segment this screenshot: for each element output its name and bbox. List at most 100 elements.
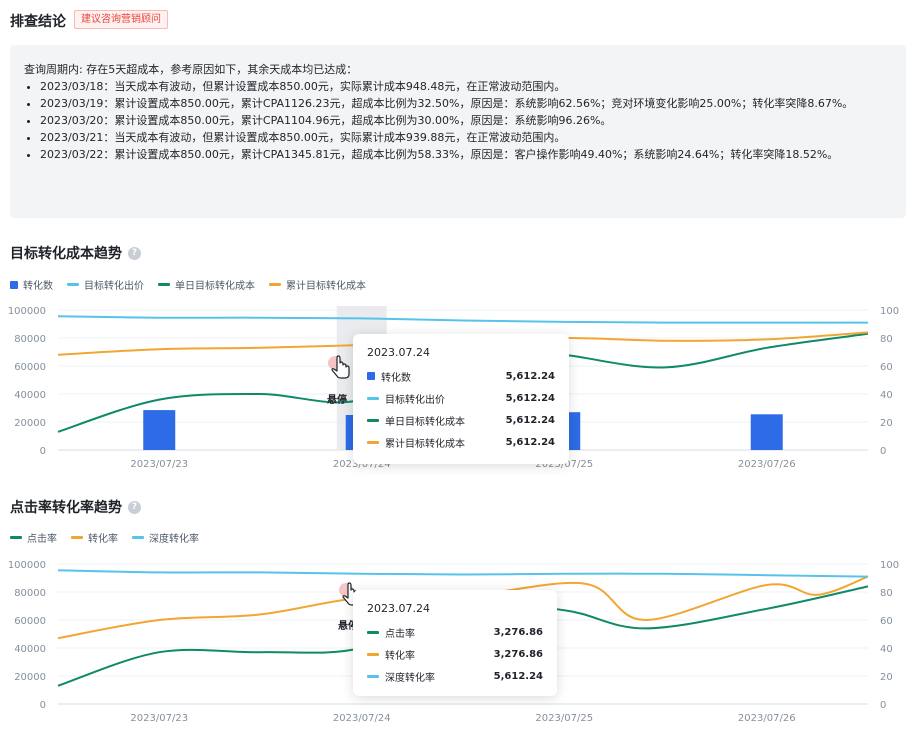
x-tick-label: 2023/07/23: [130, 459, 188, 470]
help-icon[interactable]: ?: [128, 500, 141, 514]
list-item: 2023/03/20：累计设置成本850.00元，累计CPA1104.96元，超…: [40, 112, 892, 129]
tooltip-value: 5,612.24: [493, 670, 543, 682]
tooltip-date: 2023.07.24: [367, 602, 430, 615]
tooltip-value: 5,612.24: [505, 436, 555, 448]
tooltip-value: 3,276.86: [493, 626, 543, 638]
legend-label: 转化率: [88, 534, 118, 545]
legend-label: 目标转化出价: [84, 281, 144, 292]
legend-item-ctr[interactable]: 点击率: [10, 530, 57, 545]
legend-item-cvr[interactable]: 转化率: [71, 530, 118, 545]
y2-tick-label: 20: [880, 418, 893, 429]
tooltip-swatch: [367, 674, 379, 678]
x-tick-label: 2023/07/25: [535, 713, 593, 724]
summary-intro: 查询周期内: 存在5天超成本，参考原因如下，其余天成本均已达成：: [24, 63, 358, 76]
x-tick-label: 2023/07/24: [333, 459, 391, 470]
hover-label: 悬停: [338, 621, 358, 632]
y-tick-label: 0: [40, 700, 46, 711]
y2-tick-label: 20: [880, 672, 893, 683]
x-tick-label: 2023/07/23: [130, 713, 188, 724]
legend-swatch: [71, 536, 83, 539]
tooltip-series-name: 目标转化出价: [385, 394, 445, 406]
legend-item-daily-cost[interactable]: 单日目标转化成本: [158, 277, 255, 292]
legend-item-deep-cvr[interactable]: 深度转化率: [132, 530, 199, 545]
chart2-title: 点击率转化率趋势: [10, 500, 122, 516]
x-tick-label: 2023/07/26: [738, 713, 796, 724]
tooltip-value: 5,612.24: [505, 370, 555, 382]
y2-tick-label: 40: [880, 390, 893, 401]
tooltip-series-name: 累计目标转化成本: [385, 438, 465, 450]
list-item: 2023/03/22：累计设置成本850.00元，累计CPA1345.81元，超…: [40, 146, 892, 163]
legend-label: 深度转化率: [149, 534, 199, 545]
y-tick-label: 40000: [14, 390, 46, 401]
y2-tick-label: 100: [880, 560, 899, 571]
tooltip-row: 单日目标转化成本 5,612.24: [367, 409, 555, 431]
legend-swatch: [158, 283, 170, 286]
y2-tick-label: 60: [880, 616, 893, 627]
conclusion-summary: 查询周期内: 存在5天超成本，参考原因如下，其余天成本均已达成： 2023/03…: [10, 45, 906, 218]
y2-tick-label: 100: [880, 306, 899, 317]
y-tick-label: 60000: [14, 616, 46, 627]
tooltip-row: 转化数 5,612.24: [367, 365, 555, 387]
chart2-tooltip: 2023.07.24 点击率 3,276.86 转化率 3,276.86 深度转…: [353, 590, 557, 696]
y-tick-label: 20000: [14, 672, 46, 683]
y2-tick-label: 80: [880, 334, 893, 345]
tooltip-row: 点击率 3,276.86: [367, 621, 543, 643]
tooltip-swatch: [367, 652, 379, 656]
tooltip-value: 3,276.86: [493, 648, 543, 660]
y2-tick-label: 0: [880, 446, 886, 457]
hand-cursor-icon: [328, 355, 350, 379]
y-tick-label: 40000: [14, 644, 46, 655]
help-icon[interactable]: ?: [128, 246, 141, 260]
series-line: [57, 569, 869, 578]
legend-swatch: [269, 283, 281, 286]
chart2-legend: 点击率 转化率 深度转化率: [10, 530, 199, 545]
legend-item-target-bid[interactable]: 目标转化出价: [67, 277, 144, 292]
chart2-header: 点击率转化率趋势 ?: [10, 497, 141, 517]
x-tick-label: 2023/07/24: [333, 713, 391, 724]
y2-tick-label: 60: [880, 362, 893, 373]
y-tick-label: 100000: [8, 560, 46, 571]
legend-label: 累计目标转化成本: [286, 281, 366, 292]
tooltip-row: 转化率 3,276.86: [367, 643, 543, 665]
chart1-header: 目标转化成本趋势 ?: [10, 243, 141, 263]
tooltip-series-name: 深度转化率: [385, 672, 435, 684]
y-tick-label: 0: [40, 446, 46, 457]
tooltip-row: 深度转化率 5,612.24: [367, 665, 543, 687]
tooltip-series-name: 转化率: [385, 650, 415, 662]
legend-swatch: [67, 283, 79, 286]
tooltip-swatch: [367, 440, 379, 444]
series-line: [57, 315, 868, 324]
tooltip-row: 目标转化出价 5,612.24: [367, 387, 555, 409]
tooltip-series-name: 点击率: [385, 628, 415, 640]
summary-list: 2023/03/18：当天成本有波动，但累计设置成本850.00元，实际累计成本…: [24, 78, 892, 163]
legend-item-conversions[interactable]: 转化数: [10, 277, 53, 292]
tooltip-series-name: 单日目标转化成本: [385, 416, 465, 428]
legend-swatch: [10, 536, 22, 539]
y-tick-label: 60000: [14, 362, 46, 373]
hover-cursor: [327, 355, 353, 387]
x-tick-label: 2023/07/26: [738, 459, 796, 470]
tooltip-date: 2023.07.24: [367, 346, 430, 359]
legend-swatch: [132, 536, 144, 539]
chart1-tooltip: 2023.07.24 转化数 5,612.24 目标转化出价 5,612.24 …: [353, 334, 569, 464]
list-item: 2023/03/18：当天成本有波动，但累计设置成本850.00元，实际累计成本…: [40, 78, 892, 95]
legend-label: 转化数: [23, 281, 53, 292]
tooltip-row: 累计目标转化成本 5,612.24: [367, 431, 555, 453]
tooltip-value: 5,612.24: [505, 414, 555, 426]
bar: [143, 410, 176, 450]
conclusion-title: 排查结论: [10, 14, 66, 30]
tooltip-swatch: [367, 372, 375, 380]
legend-label: 单日目标转化成本: [175, 281, 255, 292]
tooltip-swatch: [367, 396, 379, 400]
tooltip-swatch: [367, 630, 379, 634]
tooltip-value: 5,612.24: [505, 392, 555, 404]
y2-tick-label: 40: [880, 644, 893, 655]
chart1-title: 目标转化成本趋势: [10, 246, 122, 262]
list-item: 2023/03/21：当天成本有波动，但累计设置成本850.00元，实际累计成本…: [40, 129, 892, 146]
y-tick-label: 20000: [14, 418, 46, 429]
advice-tag[interactable]: 建议咨询营销顾问: [74, 10, 168, 29]
y2-tick-label: 80: [880, 588, 893, 599]
tooltip-swatch: [367, 418, 379, 422]
hover-label: 悬停: [327, 395, 347, 406]
legend-item-cumulative-cost[interactable]: 累计目标转化成本: [269, 277, 366, 292]
